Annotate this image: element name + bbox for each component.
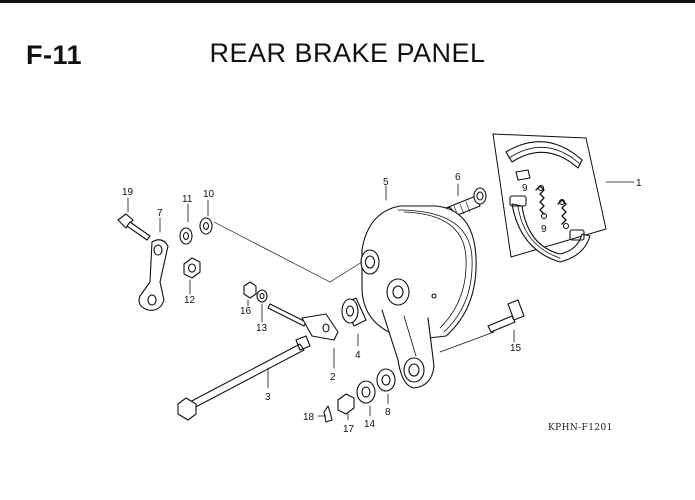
callout-4: 4: [355, 350, 361, 361]
part-10-washer: [199, 199, 363, 283]
callout-17: 17: [343, 424, 355, 435]
part-15-bolt: [487, 299, 525, 343]
part-16-nut: [243, 281, 257, 307]
page-title: REAR BRAKE PANEL: [209, 38, 486, 68]
part-3-axle: [177, 335, 311, 421]
callout-7: 7: [157, 208, 163, 219]
reference-code: KPHN-F1201: [548, 423, 613, 433]
part-13-washer: [256, 289, 268, 323]
callout-18: 18: [303, 412, 315, 423]
part-5-brake-panel: [360, 185, 495, 389]
callout-16: 16: [240, 306, 252, 317]
part-12-nut: [183, 257, 201, 295]
callout-9-upper: 9: [522, 183, 528, 194]
top-border-line: [0, 0, 695, 3]
callout-3: 3: [265, 392, 271, 403]
callout-1: 1: [636, 178, 642, 189]
callout-19: 19: [122, 187, 134, 198]
callout-5: 5: [383, 177, 389, 188]
callout-14: 14: [364, 419, 376, 430]
callout-10: 10: [203, 189, 215, 200]
part-4-collar: [341, 297, 367, 347]
part-17-nut: [337, 393, 355, 421]
part-18-cotter-pin: [317, 405, 333, 423]
callout-15: 15: [510, 343, 522, 354]
part-1-brake-shoes: [492, 133, 635, 263]
part-14-washer: [356, 380, 376, 417]
part-19-bolt: [117, 197, 151, 241]
part-8-washer: [376, 368, 396, 405]
part-11-washer: [179, 203, 193, 245]
callout-labels: 1 2 3 4 5 6 7 8 9 9 10 11 12 13 14 15 16…: [122, 172, 642, 435]
callout-12: 12: [184, 295, 196, 306]
callout-13: 13: [256, 323, 268, 334]
callout-11: 11: [182, 194, 193, 205]
callout-8: 8: [385, 407, 391, 418]
callout-2: 2: [330, 372, 336, 383]
part-2-stopper-arm: [267, 303, 339, 369]
part-7-brake-arm: [138, 217, 169, 311]
callout-9-lower: 9: [541, 224, 547, 235]
callout-6: 6: [455, 172, 461, 183]
section-code: F-11: [26, 40, 83, 70]
